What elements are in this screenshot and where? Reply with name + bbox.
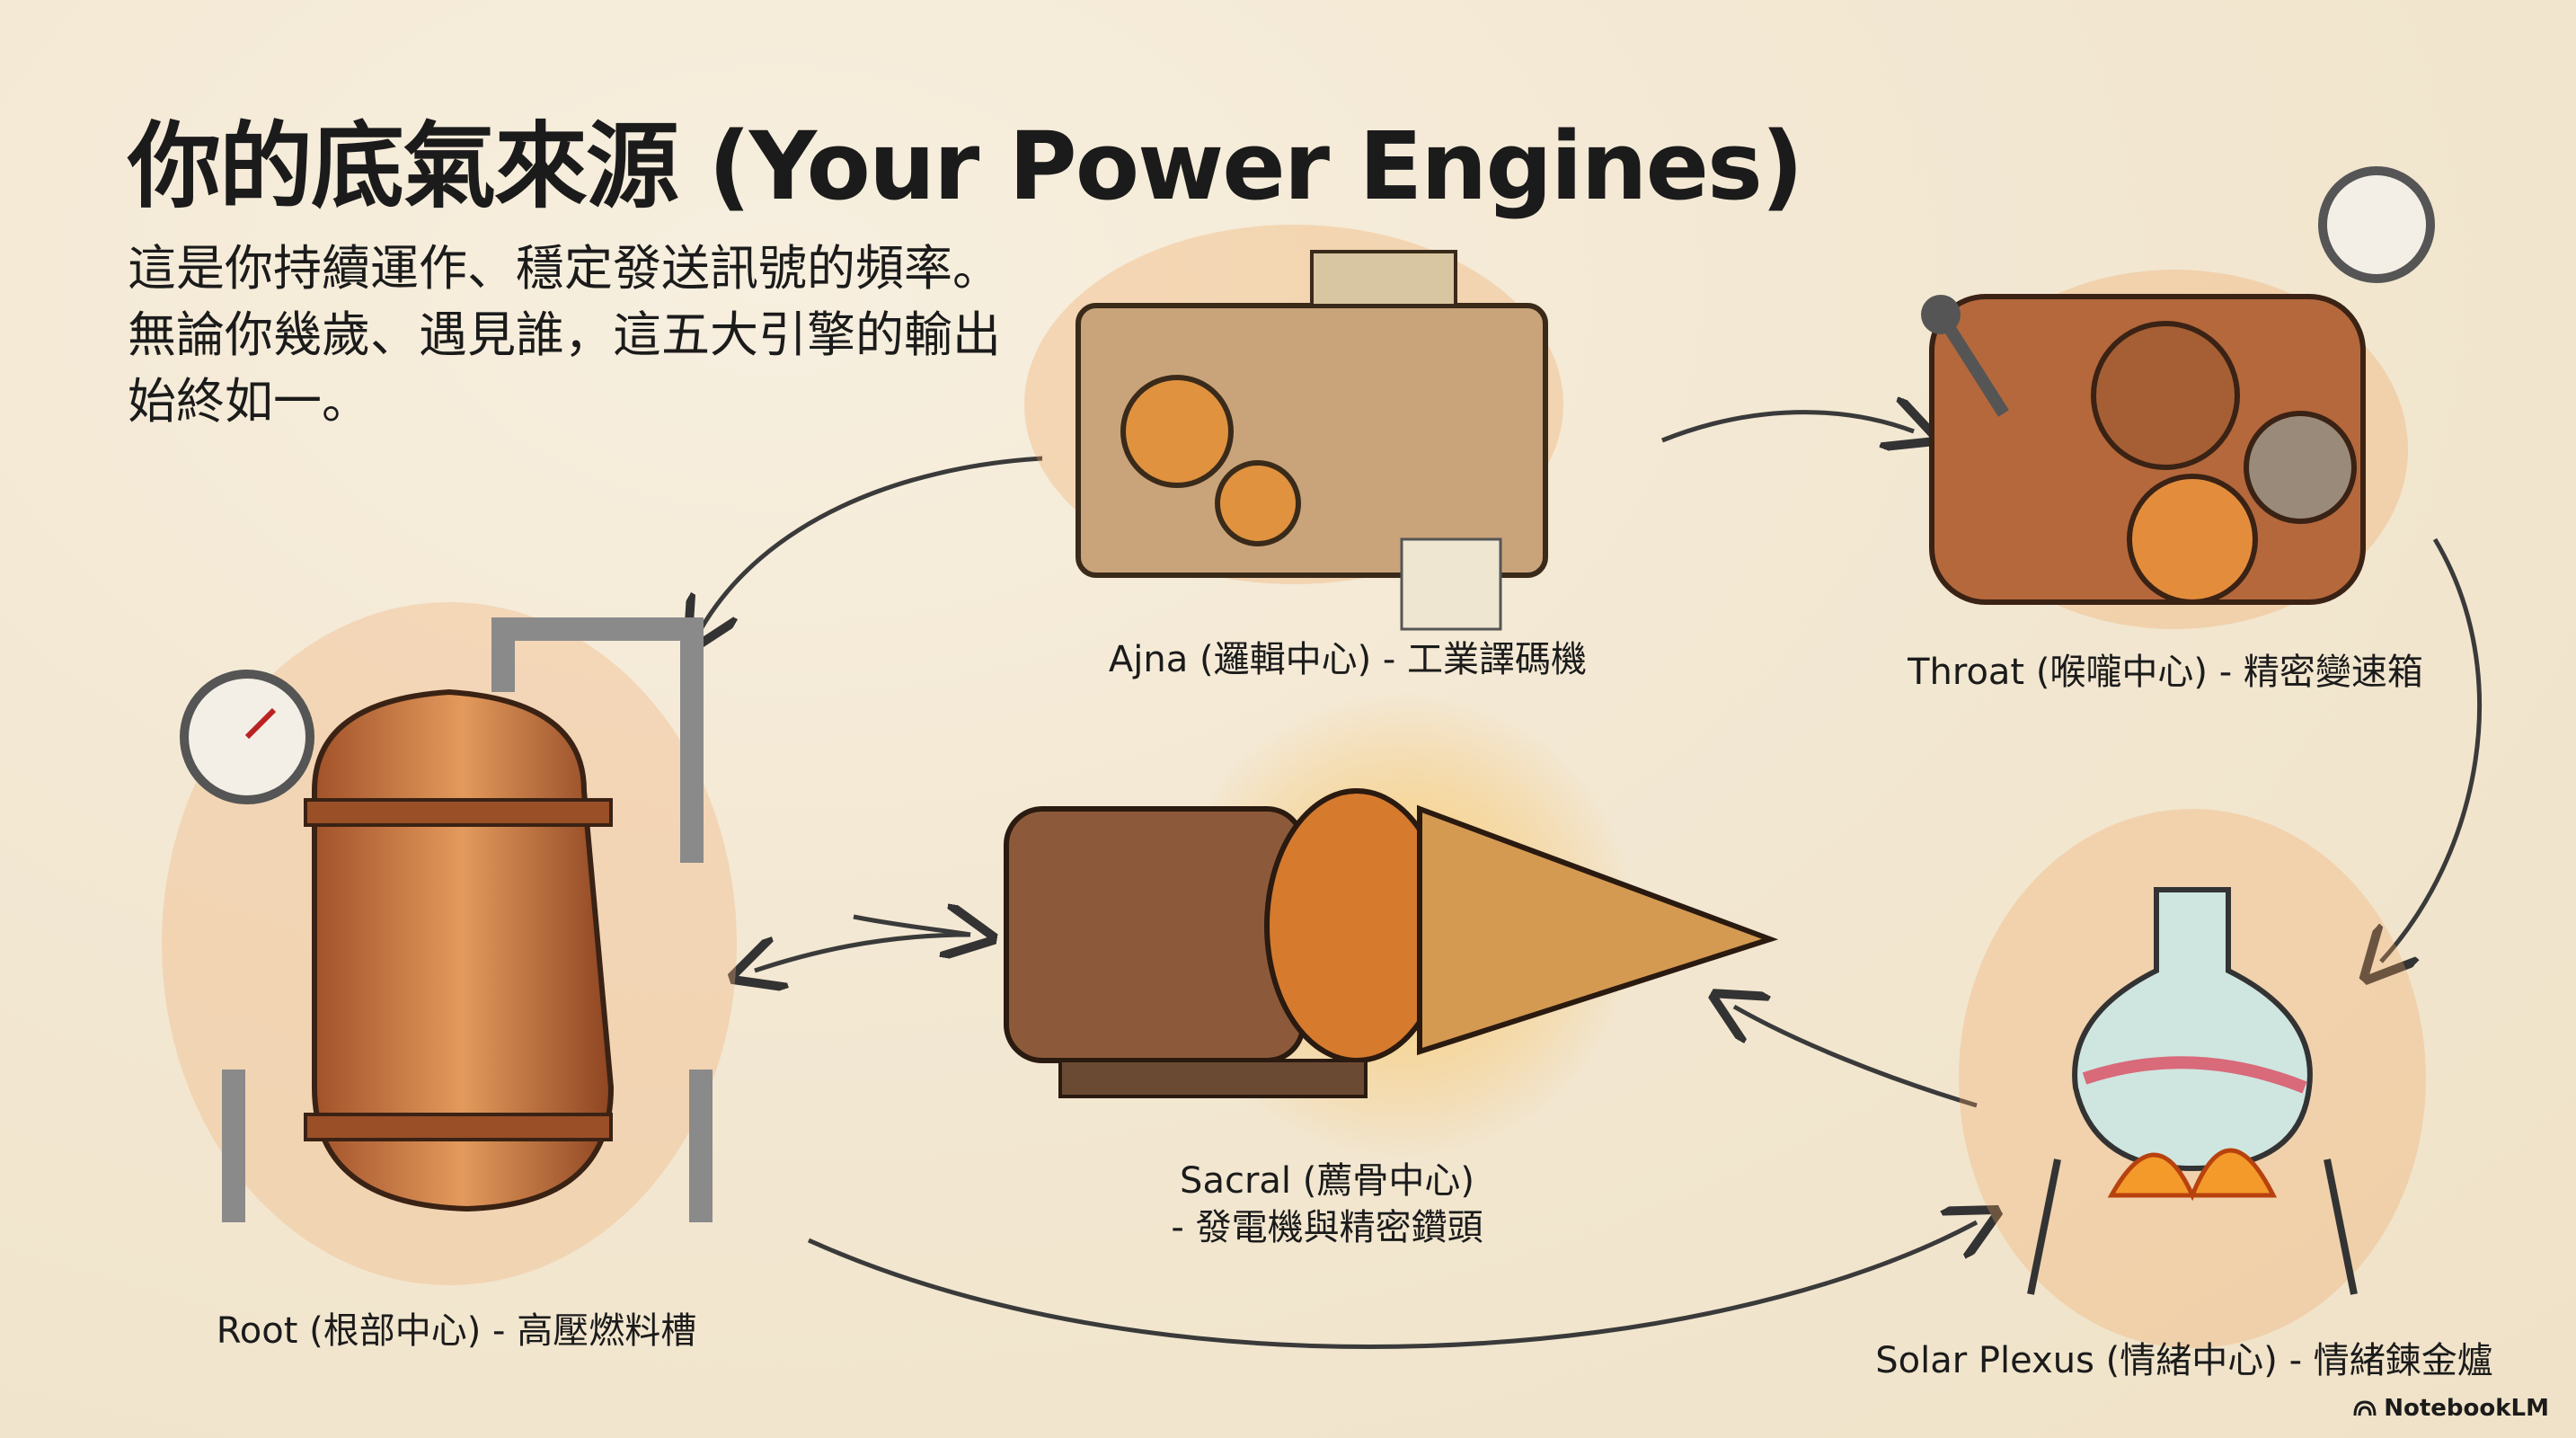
label-sacral-line1: Sacral (薦骨中心): [1180, 1160, 1474, 1202]
alchemy-flask-illustration: [1959, 809, 2426, 1348]
label-throat: Throat (喉嚨中心) - 精密變速箱: [1908, 652, 2423, 693]
gearbox-illustration: [1921, 166, 2435, 629]
label-sacral: Sacral (薦骨中心) - 發電機與精密鑽頭: [1171, 1158, 1483, 1251]
arrow-root-to-solar: [807, 1222, 1977, 1349]
notebooklm-logo-icon: [2353, 1400, 2377, 1416]
slide-description: 這是你持續運作、穩定發送訊號的頻率。無論你幾歲、遇見誰，這五大引擎的輸出始終如一…: [128, 240, 1001, 430]
slide-title: 你的底氣來源 (Your Power Engines): [128, 111, 1803, 221]
label-solar-plexus: Solar Plexus (情緒中心) - 情緒鍊金爐: [1875, 1340, 2493, 1381]
brand-name: NotebookLM: [2384, 1395, 2549, 1422]
arrow-root-sacral: [853, 917, 970, 935]
arrow-sacral-root: [755, 932, 971, 971]
decoder-machine-illustration: [1024, 225, 1563, 631]
flow-arrows: [701, 413, 2483, 1349]
arrow-throat-to-solar: [2381, 537, 2483, 962]
brand-watermark: NotebookLM: [2353, 1395, 2549, 1422]
label-ajna: Ajna (邏輯中心) - 工業譯碼機: [1108, 639, 1588, 680]
arrow-ajna-to-root: [701, 456, 1043, 629]
label-root: Root (根部中心) - 高壓燃料槽: [216, 1310, 697, 1352]
arrow-ajna-to-throat: [1661, 413, 1914, 440]
label-sacral-line2: - 發電機與精密鑽頭: [1171, 1207, 1483, 1248]
arrow-solar-to-sacral: [1734, 1007, 1978, 1108]
generator-drill-illustration: [1004, 692, 1779, 1159]
pressure-tank-illustration: [162, 602, 737, 1285]
